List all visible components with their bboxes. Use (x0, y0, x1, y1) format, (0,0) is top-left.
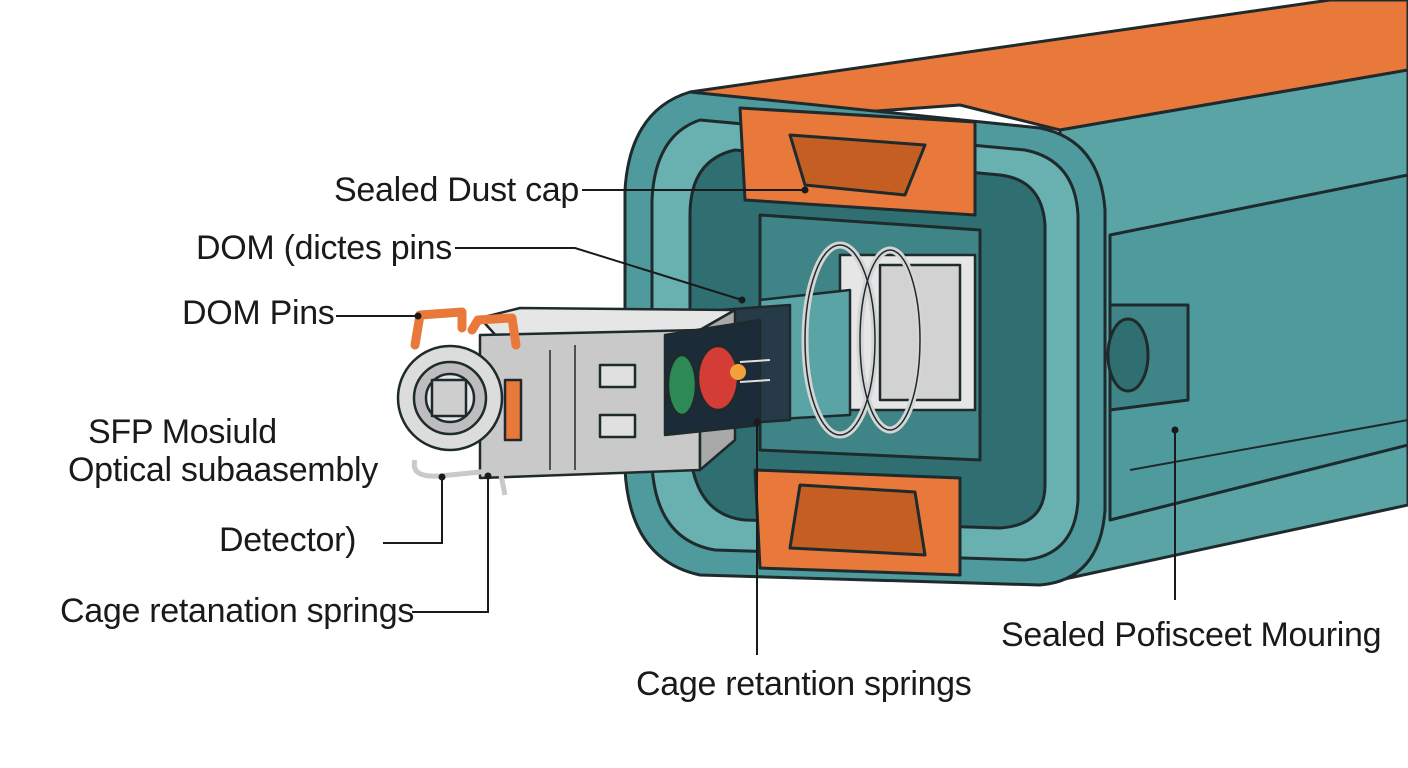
orange-clip-left (410, 307, 467, 350)
label-sealed-dust-cap: Sealed Dust cap (334, 171, 579, 209)
label-dom-dictes-pins: DOM (dictes pins (196, 229, 452, 267)
optical-subassembly (718, 241, 977, 439)
green-lens (666, 353, 698, 417)
orange-side-tab (503, 378, 523, 442)
top-latch-window (788, 133, 927, 197)
leader-lines (336, 186, 1179, 655)
leader-cage-springs-left (412, 476, 489, 613)
sfp-module (396, 306, 771, 496)
label-sfp-module-line1: SFP Mosiuld (88, 413, 277, 451)
red-lens (696, 344, 740, 412)
leader-detector (383, 477, 443, 544)
sealed-housing (623, 0, 1408, 587)
orange-clip-right (467, 313, 521, 350)
leader-dom-dictes-pins (455, 247, 743, 301)
label-cage-springs-left: Cage retanation springs (60, 592, 415, 630)
label-dom-pins: DOM Pins (182, 294, 335, 332)
label-detector: Detector) (219, 521, 357, 559)
label-cage-springs-bottom: Cage retantion springs (636, 665, 972, 703)
bottom-latch-window (788, 483, 927, 557)
label-sfp-module: SFP Mosiuld Optical subaasembly (68, 413, 378, 489)
housing-side-knob (1106, 317, 1150, 393)
label-sfp-module-line2: Optical subaasembly (68, 451, 378, 489)
label-sealed-housing: Sealed Pofisceet Mouring (1001, 616, 1382, 654)
